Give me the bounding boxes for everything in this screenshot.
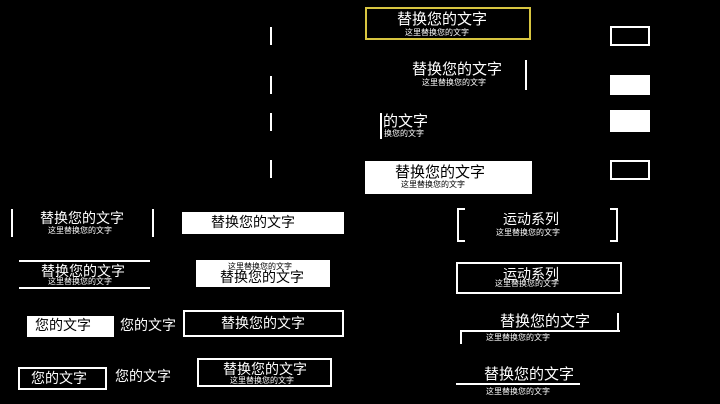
divider-line-1	[270, 27, 272, 45]
rule-middle	[456, 383, 580, 385]
rule-left	[456, 262, 458, 294]
title-text: 替换您的文字	[484, 365, 575, 383]
subtitle-text: 这里替换您的文字	[401, 180, 465, 189]
divider-line-2	[270, 76, 272, 94]
subtitle-text: 这里替换您的文字	[405, 28, 469, 37]
bracket-frame[interactable]: 运动系列 这里替换您的文字	[457, 208, 618, 242]
title-text: 替换您的文字	[397, 10, 488, 28]
rule-bottom	[460, 330, 620, 332]
title-text: 替换您的文字	[220, 270, 304, 286]
title-card-outline[interactable]: 替换您的文字	[183, 310, 344, 337]
divider-line-3	[270, 113, 272, 131]
rule-bottom	[456, 292, 622, 294]
accent-line	[525, 60, 527, 90]
subtitle-text: 这里替换您的文字	[495, 279, 559, 288]
title-text: 运动系列	[503, 267, 559, 283]
subtitle-text: 这里替换您的文字	[486, 387, 550, 396]
preview-thumb-filled[interactable]	[610, 110, 650, 132]
title-text: 替换您的文字	[40, 211, 124, 227]
divider-line-4	[270, 160, 272, 178]
title-text: 您的文字	[115, 369, 171, 385]
boxed-label-outline[interactable]: 您的文字	[18, 367, 107, 390]
title-card-filled[interactable]: 这里替换您的文字 替换您的文字	[196, 260, 330, 287]
subtitle-text: 这里替换您的文字	[230, 376, 294, 385]
subtitle-text: 这里替换您的文字	[48, 226, 112, 235]
bracket-left	[11, 209, 13, 237]
preview-thumb-outline[interactable]	[610, 26, 650, 46]
title-text: 替换您的文字	[41, 264, 125, 280]
subtitle-text: 这里替换您的文字	[496, 228, 560, 237]
subtitle-text-partial: 换您的文字	[384, 129, 424, 138]
title-text: 替换您的文字	[211, 215, 295, 231]
title-text: 替换您的文字	[395, 163, 486, 181]
preview-thumb-outline[interactable]	[610, 160, 650, 180]
subtitle-text: 这里替换您的文字	[228, 262, 292, 271]
title-text: 您的文字	[31, 371, 87, 387]
accent-line	[617, 313, 619, 331]
subtitle-text: 这里替换您的文字	[422, 78, 486, 87]
title-card-yellow[interactable]: 替换您的文字 这里替换您的文字	[365, 7, 531, 40]
title-text: 替换您的文字	[500, 312, 591, 330]
rule-right	[620, 262, 622, 294]
title-text: 替换您的文字	[221, 316, 305, 332]
accent-line	[460, 330, 462, 344]
title-text: 替换您的文字	[223, 362, 307, 378]
boxed-label[interactable]: 您的文字	[27, 316, 114, 337]
title-card-filled[interactable]: 替换您的文字 这里替换您的文字	[365, 161, 532, 194]
bracket-right	[152, 209, 154, 237]
title-text: 您的文字	[35, 318, 91, 334]
rule-top	[19, 260, 150, 262]
rule-bottom	[19, 287, 150, 289]
subtitle-text: 这里替换您的文字	[48, 277, 112, 286]
title-text: 替换您的文字	[412, 60, 503, 78]
title-card-filled[interactable]: 替换您的文字	[182, 212, 344, 234]
subtitle-text: 这里替换您的文字	[486, 333, 550, 342]
title-text-partial: 的文字	[383, 112, 429, 130]
title-text: 运动系列	[503, 212, 559, 228]
title-text: 您的文字	[120, 318, 176, 334]
preview-thumb-filled[interactable]	[610, 75, 650, 95]
rule-top	[456, 262, 622, 264]
accent-line	[380, 113, 382, 139]
title-card-outline[interactable]: 替换您的文字 这里替换您的文字	[197, 358, 332, 387]
